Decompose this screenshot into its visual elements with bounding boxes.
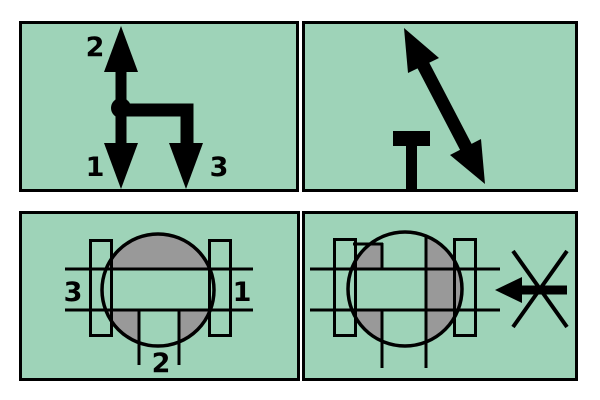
ball-valve-rotated-icon (310, 230, 500, 368)
flange-left (89, 239, 113, 337)
arrowhead-lower-right (450, 139, 485, 184)
panel-bottom-left-ball-valve: 3 1 2 (19, 211, 300, 381)
panel-top-right-rotation-indicator (302, 21, 578, 192)
down-arrowhead-port1 (104, 143, 138, 189)
tee-handle-bar (393, 131, 430, 146)
arrowhead-upper-left (404, 28, 439, 73)
up-arrowhead-port2 (104, 26, 138, 72)
flange-right (208, 239, 232, 337)
blocked-flow-arrow-icon (495, 249, 569, 329)
port-label-1: 1 (86, 152, 105, 183)
tee-handle-stem (406, 146, 417, 191)
ball-circle (100, 232, 216, 348)
valve-port-label-2: 2 (152, 348, 171, 379)
double-arrow-shaft (414, 55, 475, 157)
port-label-2: 2 (86, 32, 105, 63)
flange-right (453, 238, 477, 337)
flange-left (333, 238, 357, 337)
flow-arrowhead-left (495, 277, 522, 303)
down-arrowhead-port3 (169, 143, 203, 189)
valve-port-label-3: 3 (64, 277, 83, 308)
valve-port-label-1: 1 (233, 277, 252, 308)
ball-circle (346, 230, 464, 348)
tee-handle-icon (393, 131, 430, 191)
diagonal-double-arrow-icon (404, 28, 485, 184)
branch-elbow-line (121, 103, 194, 145)
three-way-flow-arrows-icon (104, 26, 203, 189)
port-label-3: 3 (210, 152, 229, 183)
panel-top-left-flow-schematic: 2 1 3 (19, 21, 299, 192)
panel-bottom-right-ball-valve-rotated (302, 211, 578, 381)
